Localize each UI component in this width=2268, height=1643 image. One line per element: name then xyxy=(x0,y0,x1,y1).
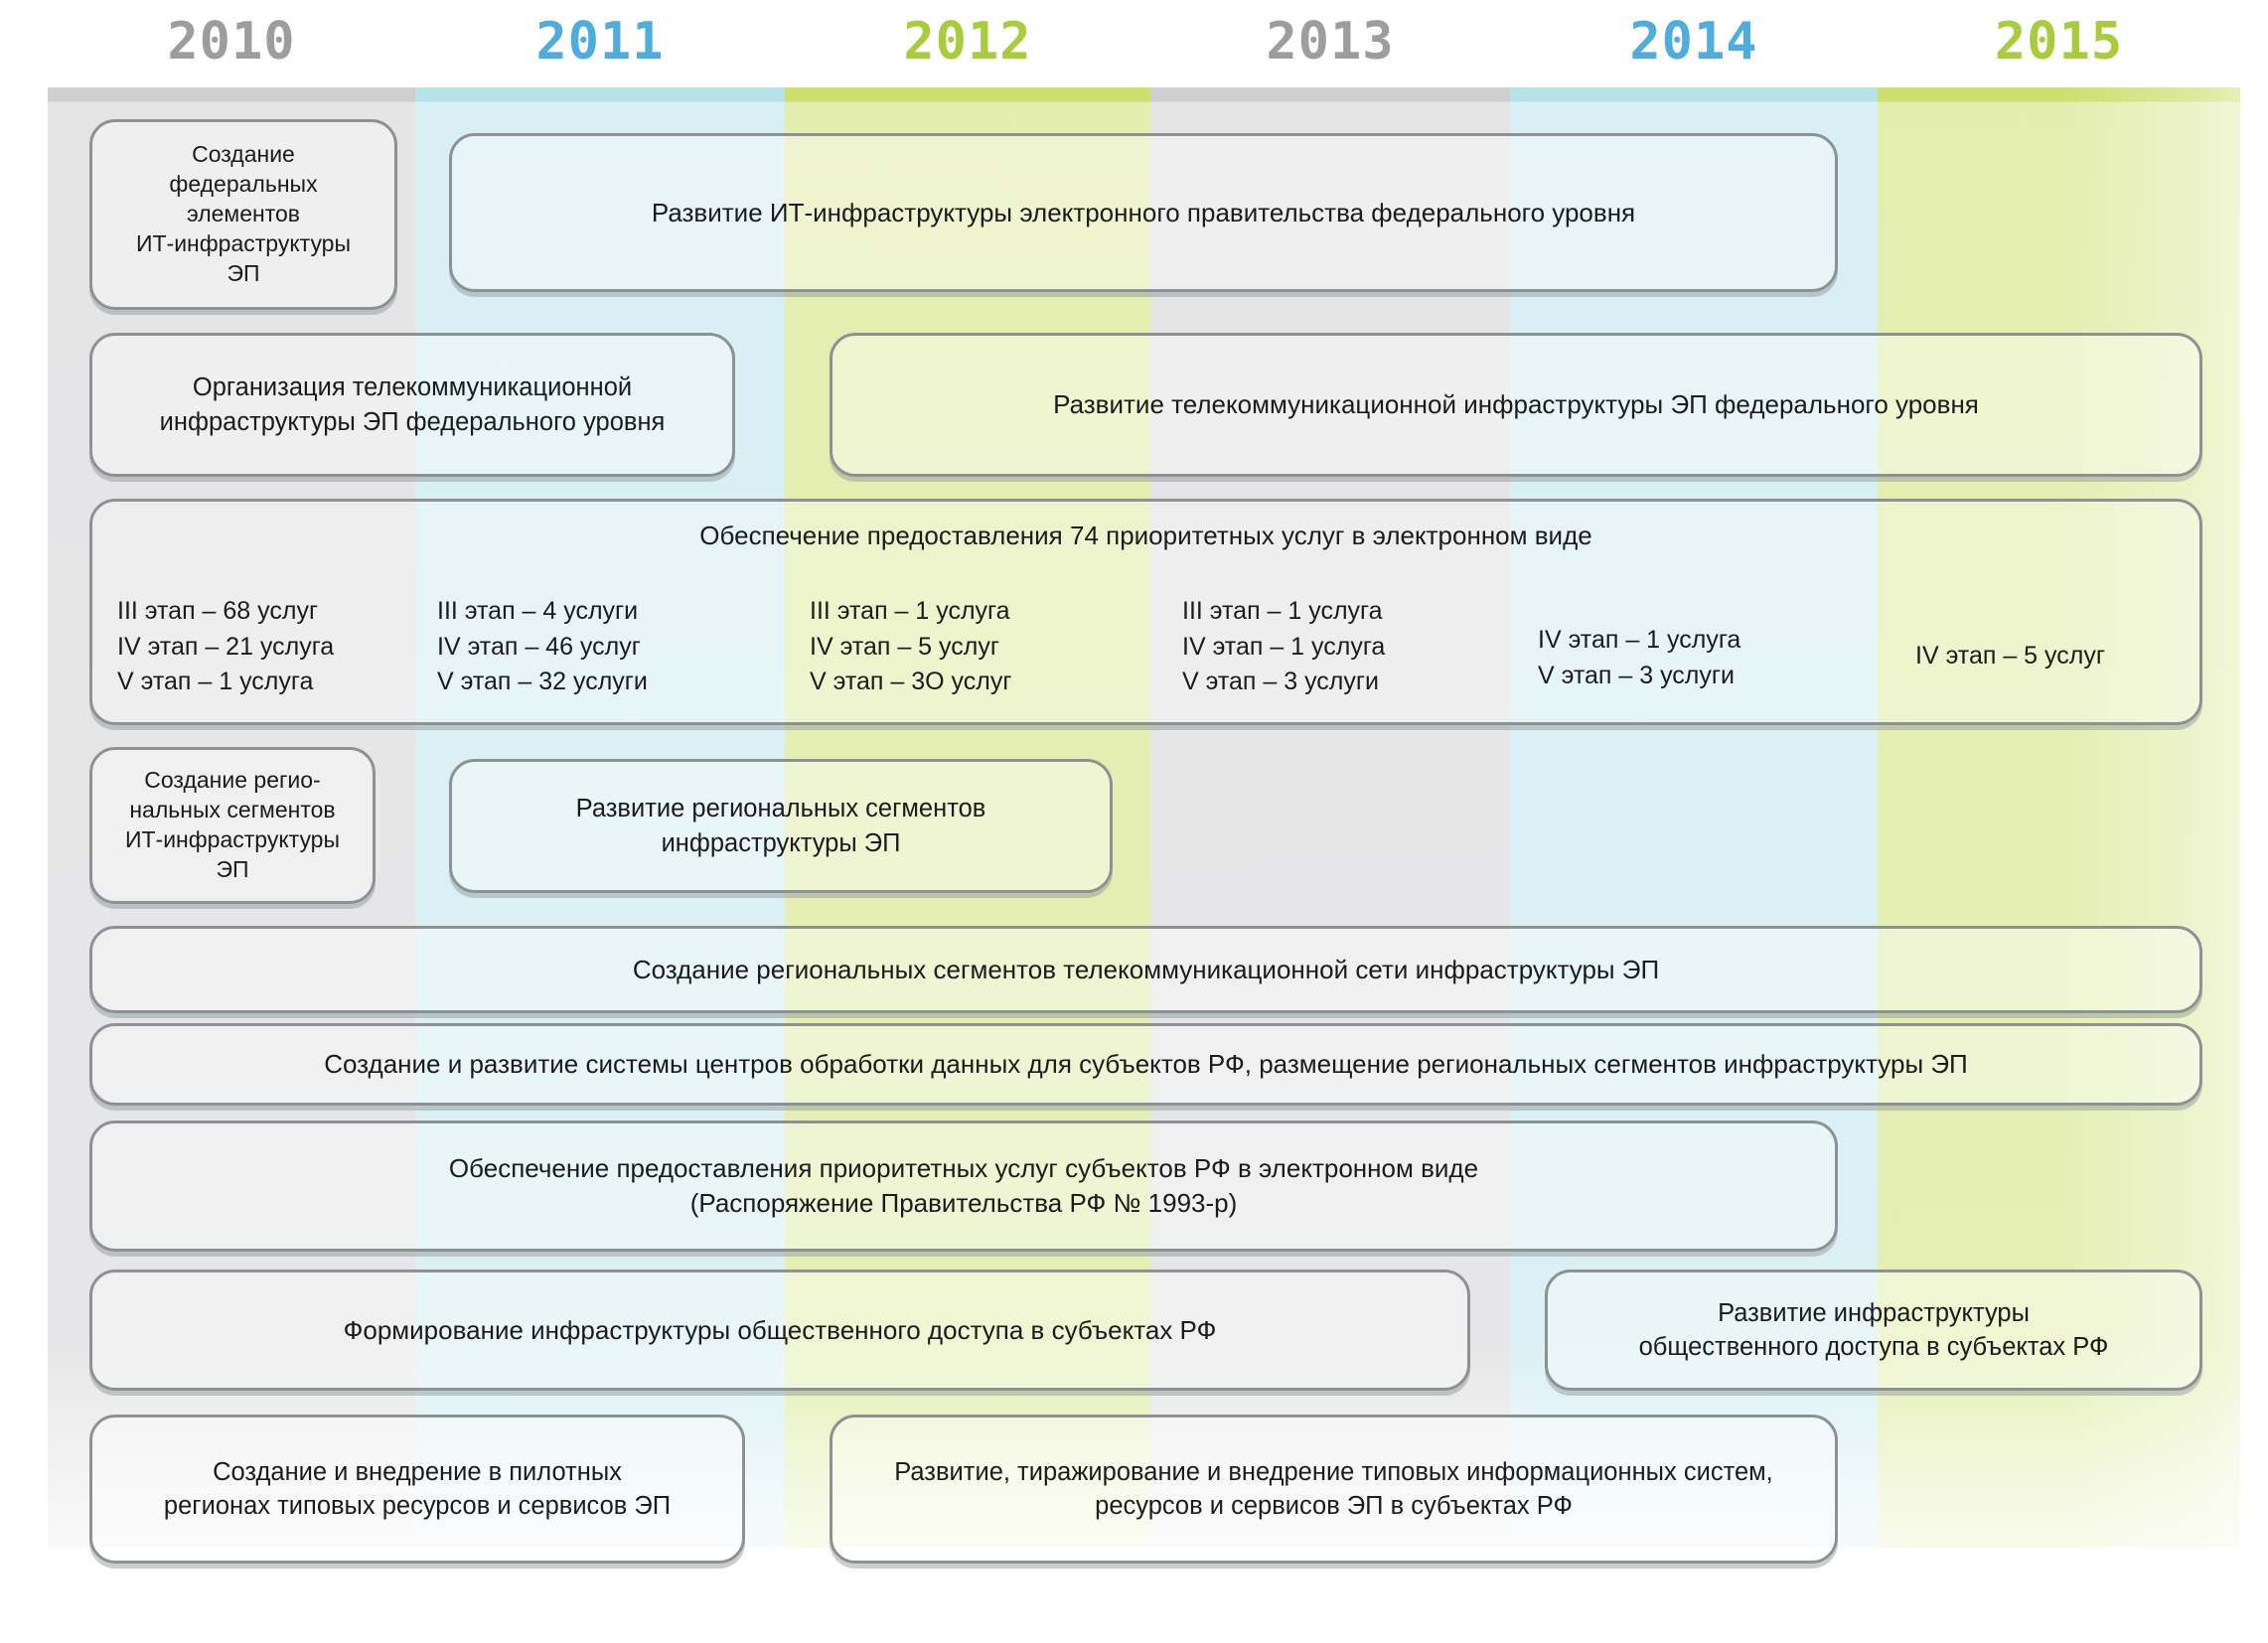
services-line: V этап – 1 услуга xyxy=(117,668,314,695)
year-band-2010 xyxy=(48,87,415,1548)
box-label: Развитие телекоммуникационной инфраструк… xyxy=(1053,389,1979,420)
services-column-2015: IV этап – 5 услуг xyxy=(1915,639,2105,674)
services-line: III этап – 1 услуга xyxy=(810,597,1010,625)
year-label-2010: 2010 xyxy=(167,12,296,72)
services-line: III этап – 4 услуги xyxy=(437,597,639,625)
year-band-2013 xyxy=(1150,87,1510,1548)
box-regional-priority-services[interactable]: Обеспечение предоставления приоритетных … xyxy=(89,1120,1838,1252)
services-line: V этап – 32 услуги xyxy=(437,668,648,695)
box-form-public-access[interactable]: Формирование инфраструктуры общественног… xyxy=(89,1270,1470,1391)
services-line: IV этап – 1 услуга xyxy=(1182,632,1386,661)
services-line: IV этап – 5 услуг xyxy=(1915,642,2105,670)
services-column-2013: III этап – 1 услуга IV этап – 1 услуга V э… xyxy=(1182,594,1385,700)
year-band-2011 xyxy=(415,87,785,1548)
services-column-2010: III этап – 68 услуг IV этап – 21 услуга V … xyxy=(117,594,334,700)
services-line: III этап – 68 услуг xyxy=(117,597,319,625)
services-column-2012: III этап – 1 услуга IV этап – 5 услуг V эт… xyxy=(810,594,1011,700)
services-title: Обеспечение предоставления 74 приоритетн… xyxy=(699,521,1592,550)
year-label-2012: 2012 xyxy=(903,12,1032,72)
year-label-2013: 2013 xyxy=(1266,12,1395,72)
box-create-regional-telecom-network[interactable]: Создание региональных сегментов телекомм… xyxy=(89,926,2202,1013)
year-band-2014 xyxy=(1510,87,1878,1548)
box-label: Создание и развитие системы центров обра… xyxy=(324,1049,1968,1080)
services-line: IV этап – 1 услуга xyxy=(1538,626,1741,654)
services-line: IV этап – 21 услуга xyxy=(117,632,335,661)
year-label-2015: 2015 xyxy=(1994,12,2124,72)
box-develop-federal-it-infrastructure[interactable]: Развитие ИТ-инфраструктуры электронного … xyxy=(449,133,1838,292)
services-block[interactable] xyxy=(89,499,2202,725)
year-header-row: 2010 2011 2012 2013 2014 2015 xyxy=(0,0,2268,91)
box-data-centers-system[interactable]: Создание и развитие системы центров обра… xyxy=(89,1023,2202,1106)
box-develop-replicate-typical-systems[interactable]: Развитие, тиражирование и внедрение типо… xyxy=(830,1415,1838,1564)
services-line: III этап – 1 услуга xyxy=(1182,597,1383,625)
services-column-2011: III этап – 4 услуги IV этап – 46 услуг V э… xyxy=(437,594,648,700)
services-line: IV этап – 5 услуг xyxy=(810,632,999,661)
services-line: V этап – 3О услуг xyxy=(810,668,1012,695)
year-band-2012 xyxy=(785,87,1150,1548)
services-line: V этап – 3 услуги xyxy=(1538,661,1735,689)
services-line: V этап – 3 услуги xyxy=(1182,668,1379,695)
services-line: IV этап – 46 услуг xyxy=(437,632,641,661)
year-label-2014: 2014 xyxy=(1629,12,1758,72)
box-label: Создание региональных сегментов телекомм… xyxy=(632,954,1660,984)
year-label-2011: 2011 xyxy=(535,12,665,72)
box-label: Развитие ИТ-инфраструктуры электронного … xyxy=(651,197,1636,227)
box-label: Формирование инфраструктуры общественног… xyxy=(343,1314,1217,1345)
services-column-2014: IV этап – 1 услуга V этап – 3 услуги xyxy=(1538,623,1740,693)
box-develop-federal-telecom[interactable]: Развитие телекоммуникационной инфраструк… xyxy=(830,333,2202,477)
